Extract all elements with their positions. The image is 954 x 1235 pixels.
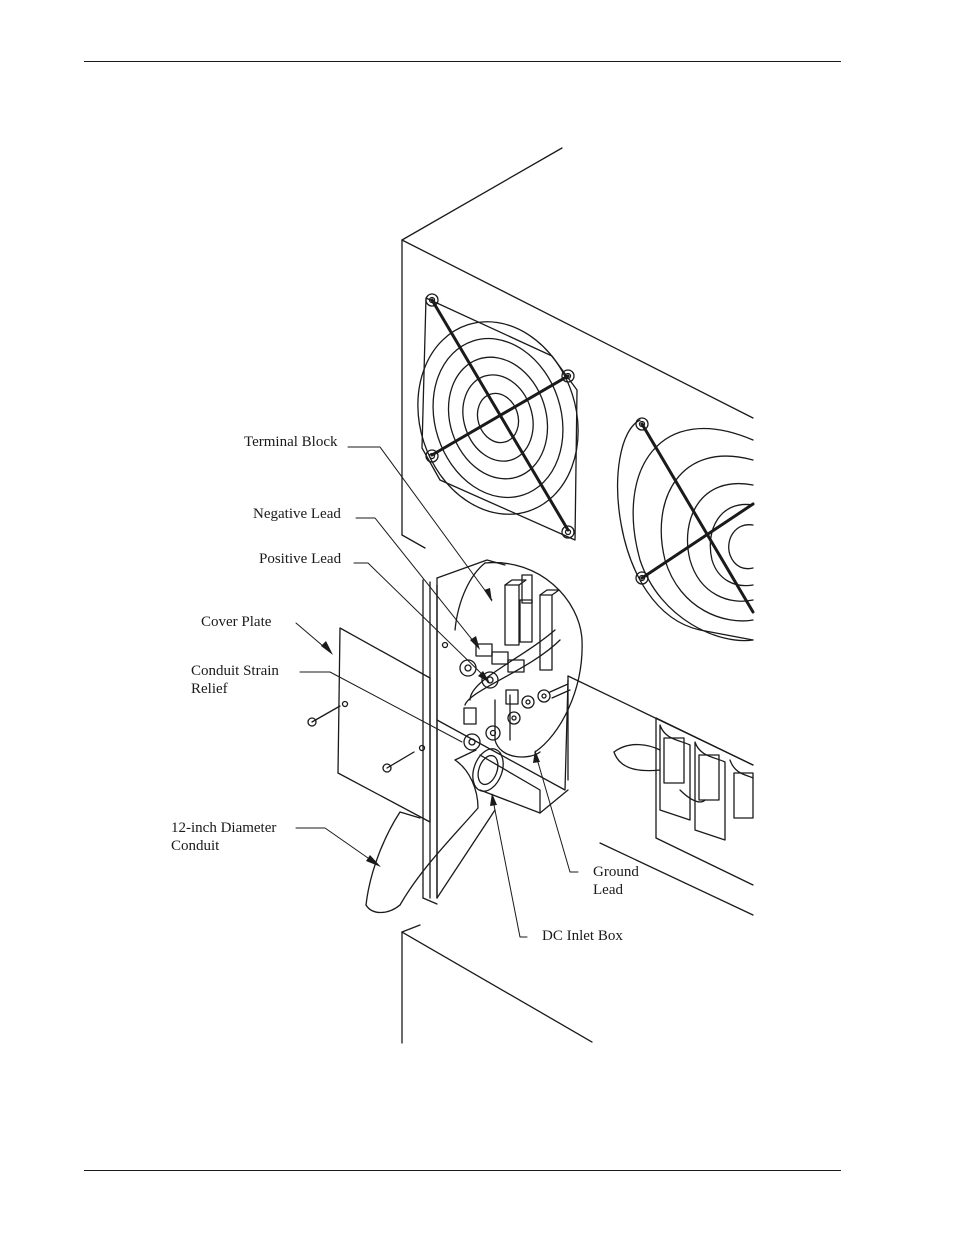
label-line: Conduit Strain [191,663,279,679]
label-negative-lead: Negative Lead [253,506,341,522]
upper-cabinet [401,147,754,549]
label-cover-plate: Cover Plate [201,614,272,630]
label-conduit-strain-relief: Conduit Strain Relief [191,662,279,698]
breaker-panel [613,717,754,886]
conduit [365,748,504,914]
label-terminal-block: Terminal Block [244,434,338,450]
fan-right [617,417,755,642]
label-line: 12-inch Diameter [171,820,277,836]
cover-plate [337,627,431,823]
label-ground-lead: Ground Lead [593,863,639,899]
fan-left [417,293,579,541]
label-line: Ground [593,864,639,880]
label-conduit: 12-inch Diameter Conduit [171,819,276,855]
arrowheads [321,588,540,867]
leader-lines [295,446,579,938]
label-line: Relief [191,681,228,697]
header-rule [84,61,841,62]
screws [307,705,415,773]
label-line: Lead [593,882,623,898]
label-dc-inlet-box: DC Inlet Box [542,928,623,944]
label-positive-lead: Positive Lead [259,551,342,567]
cutaway-view [454,562,583,758]
label-line: Conduit [171,838,220,854]
footer-rule [84,1170,841,1171]
lower-cabinet [401,924,593,1044]
